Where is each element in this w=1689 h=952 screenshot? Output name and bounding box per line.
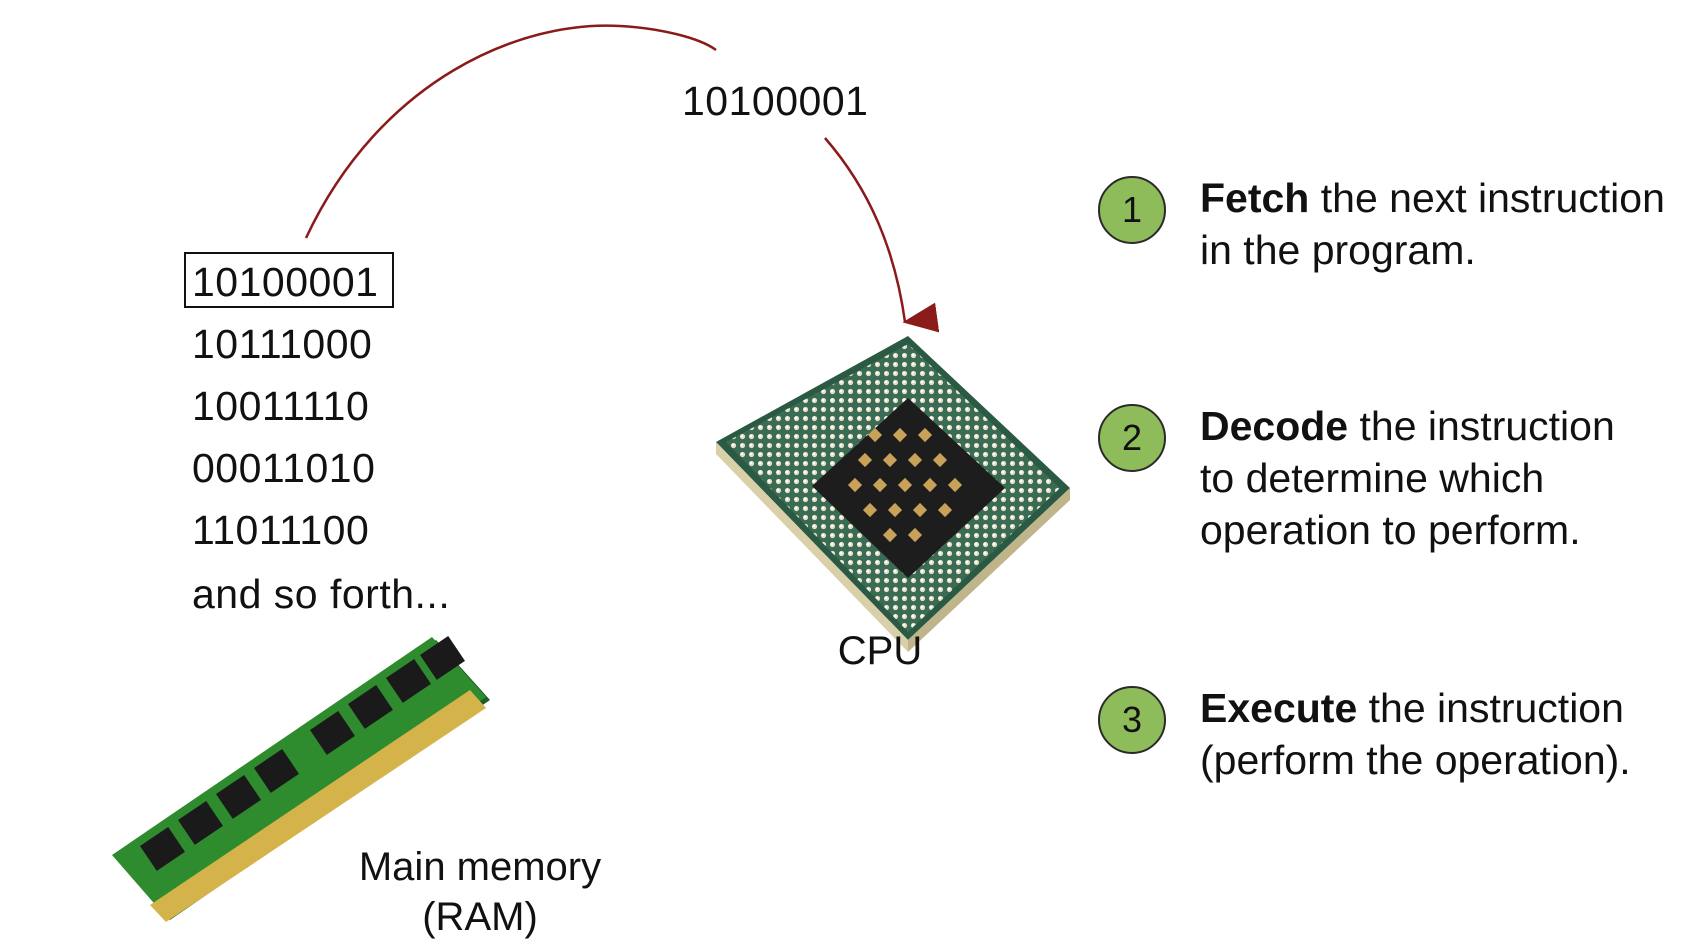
ram-module-icon bbox=[112, 635, 490, 922]
cpu-chip-icon bbox=[716, 336, 1070, 652]
step-3-text: Execute the instruction (perform the ope… bbox=[1200, 682, 1680, 786]
ram-label-line1: Main memory bbox=[358, 845, 602, 889]
step-3-line1: the instruction bbox=[1357, 685, 1624, 731]
step-3-circle: 3 bbox=[1098, 686, 1166, 754]
fetch-arrow bbox=[824, 137, 940, 333]
step-1-circle: 1 bbox=[1098, 176, 1166, 244]
ram-label: Main memory (RAM) bbox=[340, 842, 620, 942]
transfer-word: 10100001 bbox=[682, 78, 869, 124]
step-1-line1: the next instruction bbox=[1309, 175, 1665, 221]
memory-more: and so forth... bbox=[192, 571, 451, 617]
step-2-text: Decode the instruction to determine whic… bbox=[1200, 400, 1680, 556]
step-2-line3: operation to perform. bbox=[1200, 507, 1581, 553]
step-2-line2: to determine which bbox=[1200, 455, 1545, 501]
step-3-keyword: Execute bbox=[1200, 685, 1358, 731]
step-3-line2: (perform the operation). bbox=[1200, 737, 1631, 783]
memory-word: 10011110 bbox=[192, 383, 370, 429]
step-2-circle: 2 bbox=[1098, 404, 1166, 472]
memory-word: 11011100 bbox=[192, 507, 370, 553]
step-1-line2: in the program. bbox=[1200, 227, 1476, 273]
memory-word: 00011010 bbox=[192, 445, 376, 491]
memory-word: 10100001 bbox=[192, 259, 379, 305]
step-2-line1: the instruction bbox=[1348, 403, 1615, 449]
step-1-keyword: Fetch bbox=[1200, 175, 1310, 221]
cpu-label: CPU bbox=[837, 629, 923, 673]
fetch-arc bbox=[304, 24, 717, 239]
step-1-text: Fetch the next instruction in the progra… bbox=[1200, 172, 1680, 276]
ram-label-line2: (RAM) bbox=[422, 895, 538, 939]
current-instruction-box bbox=[184, 252, 394, 308]
memory-word: 10111000 bbox=[192, 321, 373, 367]
step-2-keyword: Decode bbox=[1200, 403, 1349, 449]
